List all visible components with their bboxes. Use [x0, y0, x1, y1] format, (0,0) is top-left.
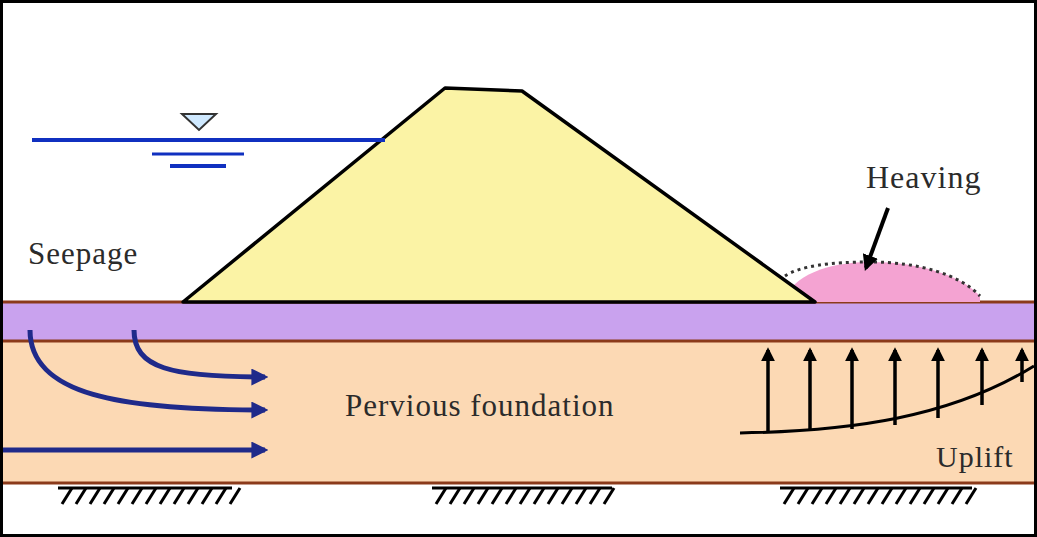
ground-hatch — [58, 488, 976, 504]
leader-arrow — [866, 208, 888, 268]
hatch-stroke — [450, 488, 460, 504]
hatch-stroke — [520, 488, 530, 504]
hatch-stroke — [132, 488, 142, 504]
dam-body — [183, 88, 815, 302]
hatch-stroke — [854, 488, 864, 504]
hatch-stroke — [188, 488, 198, 504]
hatch-stroke — [910, 488, 920, 504]
hatch-stroke — [896, 488, 906, 504]
hatch-stroke — [492, 488, 502, 504]
pervious-layer — [3, 341, 1034, 483]
layer-line — [3, 340, 1034, 343]
water-level-symbol — [170, 164, 226, 168]
uplift-arrows — [768, 350, 1022, 432]
heave-mound — [785, 262, 980, 302]
hatch-stroke — [230, 488, 240, 504]
seepage-label: Seepage — [28, 237, 138, 271]
hatch-stroke — [882, 488, 892, 504]
water-level-symbol — [152, 153, 244, 156]
hatch-stroke — [478, 488, 488, 504]
hatch-stroke — [76, 488, 86, 504]
hatch-stroke — [146, 488, 156, 504]
hatch-stroke — [506, 488, 516, 504]
band-label: Pervious foundation — [345, 389, 615, 423]
heaving-label: Heaving — [866, 160, 981, 195]
hatch-stroke — [798, 488, 808, 504]
hatch-stroke — [868, 488, 878, 504]
hatch-stroke — [604, 488, 614, 504]
uplift-arrow — [980, 350, 984, 405]
hatch-stroke — [812, 488, 822, 504]
uplift-arrow — [808, 350, 812, 431]
hatch-stroke — [952, 488, 962, 504]
hatch-stroke — [924, 488, 934, 504]
hatch-stroke — [562, 488, 572, 504]
uplift-arrow — [893, 350, 897, 425]
hatch-stroke — [826, 488, 836, 504]
hatch-stroke — [590, 488, 600, 504]
hatch-stroke — [938, 488, 948, 504]
hatch-stroke — [784, 488, 794, 504]
uplift-arrow — [850, 350, 854, 429]
top-blanket — [3, 303, 1034, 341]
hatch-stroke — [576, 488, 586, 504]
heave-outline — [785, 262, 980, 296]
hatch-stroke — [840, 488, 850, 504]
hatch-stroke — [464, 488, 474, 504]
water-level-symbol — [182, 114, 216, 130]
hatch-stroke — [90, 488, 100, 504]
uplift-arrow — [1020, 350, 1024, 382]
hatch-stroke — [534, 488, 544, 504]
hatch-stroke — [118, 488, 128, 504]
uplift-arrow — [936, 350, 940, 418]
hatch-stroke — [966, 488, 976, 504]
water-surface — [32, 138, 385, 142]
hatch-stroke — [202, 488, 212, 504]
layer-line — [3, 482, 1034, 485]
hatch-stroke — [104, 488, 114, 504]
hatch-stroke — [548, 488, 558, 504]
uplift-arrow — [766, 350, 770, 432]
hatch-stroke — [160, 488, 170, 504]
hatch-stroke — [436, 488, 446, 504]
uplift-curve — [740, 366, 1034, 433]
hatch-stroke — [62, 488, 72, 504]
seepage-arrow — [3, 448, 265, 453]
seepage-arrow — [30, 330, 265, 410]
seepage-arrow — [134, 330, 265, 377]
uplift-label: Uplift — [936, 440, 1014, 473]
foundation-band: Pervious foundation — [3, 343, 1034, 481]
hatch-stroke — [174, 488, 184, 504]
hatch-stroke — [216, 488, 226, 504]
